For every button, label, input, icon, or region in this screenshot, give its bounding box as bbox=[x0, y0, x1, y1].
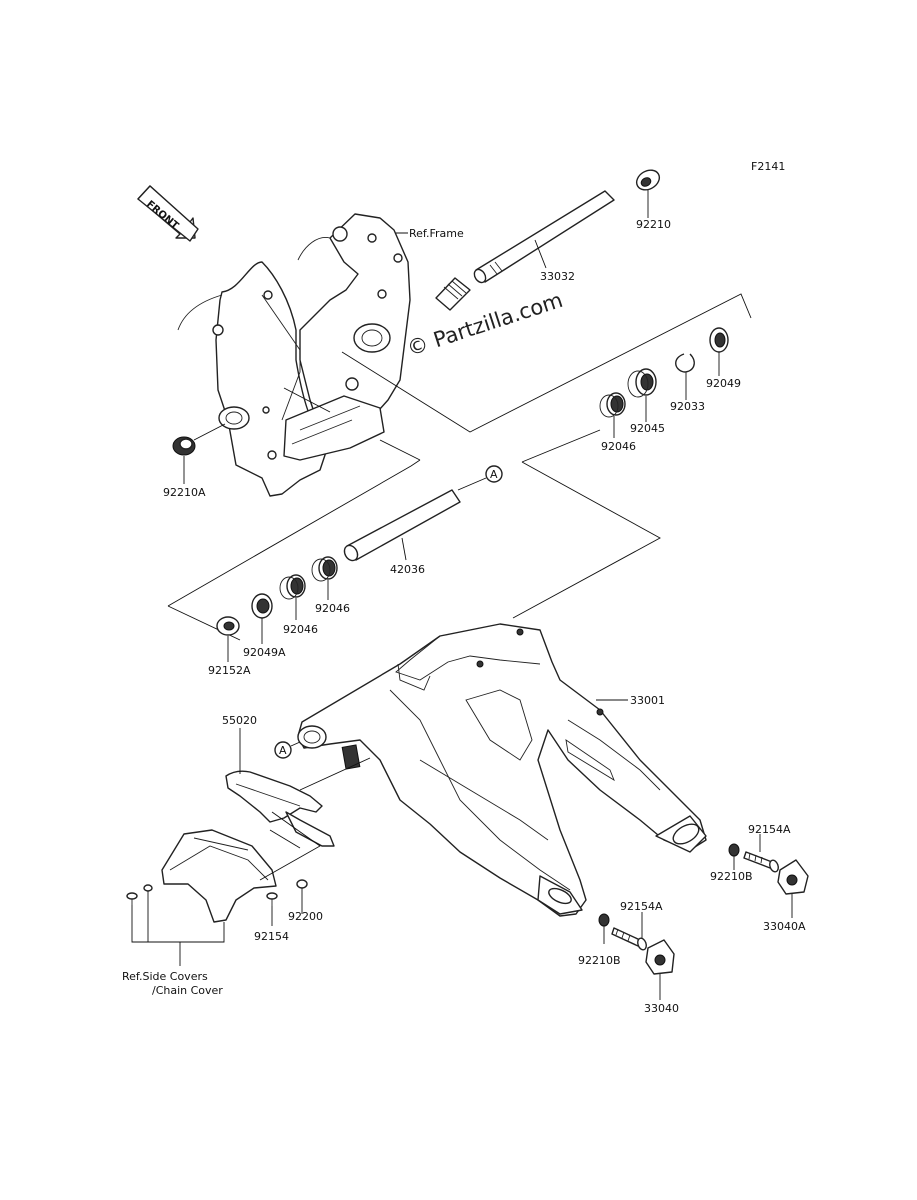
bearing-92046-a bbox=[311, 556, 338, 582]
callout-a-top: A bbox=[490, 468, 498, 481]
label-33040: 33040 bbox=[644, 1002, 679, 1015]
chain-guard-55020 bbox=[225, 770, 335, 847]
label-92049: 92049 bbox=[706, 377, 741, 390]
sleeve-42036 bbox=[343, 489, 461, 562]
bearing-92046-top bbox=[599, 392, 626, 418]
ref-covers-line2: /Chain Cover bbox=[152, 984, 223, 997]
label-92046-b: 92046 bbox=[283, 623, 318, 636]
pivot-shaft-33032 bbox=[473, 190, 615, 284]
chain-cover bbox=[161, 829, 277, 923]
callout-a-swingarm: A bbox=[279, 744, 287, 757]
label-92152A: 92152A bbox=[208, 664, 251, 677]
label-33032: 33032 bbox=[540, 270, 575, 283]
label-92033: 92033 bbox=[670, 400, 705, 413]
seal-92049 bbox=[709, 327, 729, 353]
bolt-92154A-right bbox=[743, 851, 779, 873]
watermark: © Partzilla.com bbox=[404, 288, 566, 361]
label-92049A: 92049A bbox=[243, 646, 286, 659]
label-92210A: 92210A bbox=[163, 486, 206, 499]
label-33001: 33001 bbox=[630, 694, 665, 707]
label-92210: 92210 bbox=[636, 218, 671, 231]
adjuster-33040 bbox=[645, 939, 675, 975]
bearing-92046-b bbox=[279, 574, 306, 600]
bolt-92154A-bottom bbox=[611, 927, 647, 951]
label-42036: 42036 bbox=[390, 563, 425, 576]
bolt-left bbox=[126, 892, 138, 905]
bearing-92045 bbox=[627, 368, 657, 398]
pivot-collar bbox=[435, 277, 471, 311]
adjuster-33040A bbox=[777, 859, 809, 895]
label-92210B-bottom: 92210B bbox=[578, 954, 621, 967]
collar-92152A bbox=[216, 616, 240, 636]
ref-frame-label: Ref.Frame bbox=[409, 227, 464, 240]
washer-92200 bbox=[296, 879, 308, 889]
label-92154A-bottom: 92154A bbox=[620, 900, 663, 913]
frame-crossmember bbox=[283, 395, 385, 461]
swingarm-33001 bbox=[297, 623, 707, 917]
label-92046-a: 92046 bbox=[315, 602, 350, 615]
label-92200: 92200 bbox=[288, 910, 323, 923]
label-55020: 55020 bbox=[222, 714, 257, 727]
label-92045: 92045 bbox=[630, 422, 665, 435]
bolt-92154 bbox=[266, 892, 278, 906]
label-92154: 92154 bbox=[254, 930, 289, 943]
ref-covers-line1: Ref.Side Covers bbox=[122, 970, 208, 983]
front-arrow-icon: FRONT bbox=[137, 185, 199, 242]
diagram-code: F2141 bbox=[751, 160, 785, 173]
nut-92210B-right bbox=[728, 843, 740, 857]
washer-left bbox=[143, 884, 153, 892]
nut-92210A bbox=[172, 436, 196, 456]
label-92210B-right: 92210B bbox=[710, 870, 753, 883]
seal-92049A bbox=[251, 593, 273, 619]
nut-92210 bbox=[635, 169, 661, 191]
frame-right-plate bbox=[297, 213, 411, 441]
nut-92210B-bottom bbox=[598, 913, 610, 927]
circlip-92033 bbox=[675, 353, 695, 373]
label-33040A: 33040A bbox=[763, 920, 806, 933]
label-92154A-right: 92154A bbox=[748, 823, 791, 836]
label-92046-top: 92046 bbox=[601, 440, 636, 453]
